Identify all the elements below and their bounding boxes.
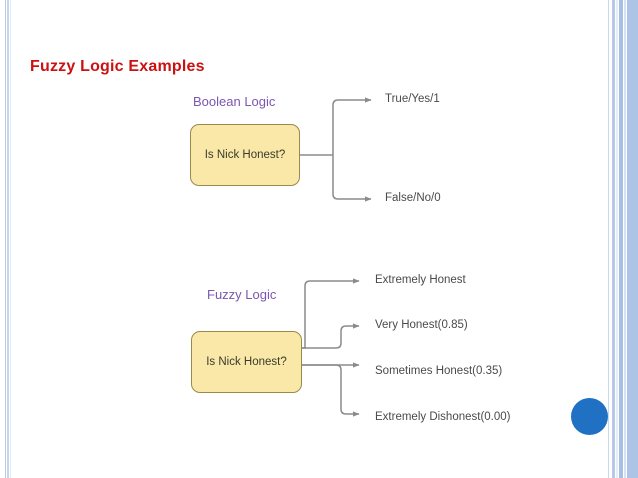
blue-circle-decoration: [571, 398, 608, 435]
boolean-output-false: False/No/0: [385, 192, 441, 204]
fuzzy-logic-label: Fuzzy Logic: [207, 287, 277, 302]
boolean-question-node[interactable]: Is Nick Honest?: [190, 124, 300, 186]
fuzzy-output-extremely-dishonest: Extremely Dishonest(0.00): [375, 411, 511, 423]
fuzzy-output-very-honest: Very Honest(0.85): [375, 319, 468, 331]
fuzzy-output-sometimes-honest: Sometimes Honest(0.35): [375, 365, 503, 377]
fuzzy-output-extremely-honest: Extremely Honest: [375, 274, 466, 286]
page-title: Fuzzy Logic Examples: [30, 58, 205, 75]
boolean-output-true: True/Yes/1: [385, 93, 440, 105]
fuzzy-question-node[interactable]: Is Nick Honest?: [191, 331, 302, 393]
boolean-logic-label: Boolean Logic: [193, 94, 276, 109]
